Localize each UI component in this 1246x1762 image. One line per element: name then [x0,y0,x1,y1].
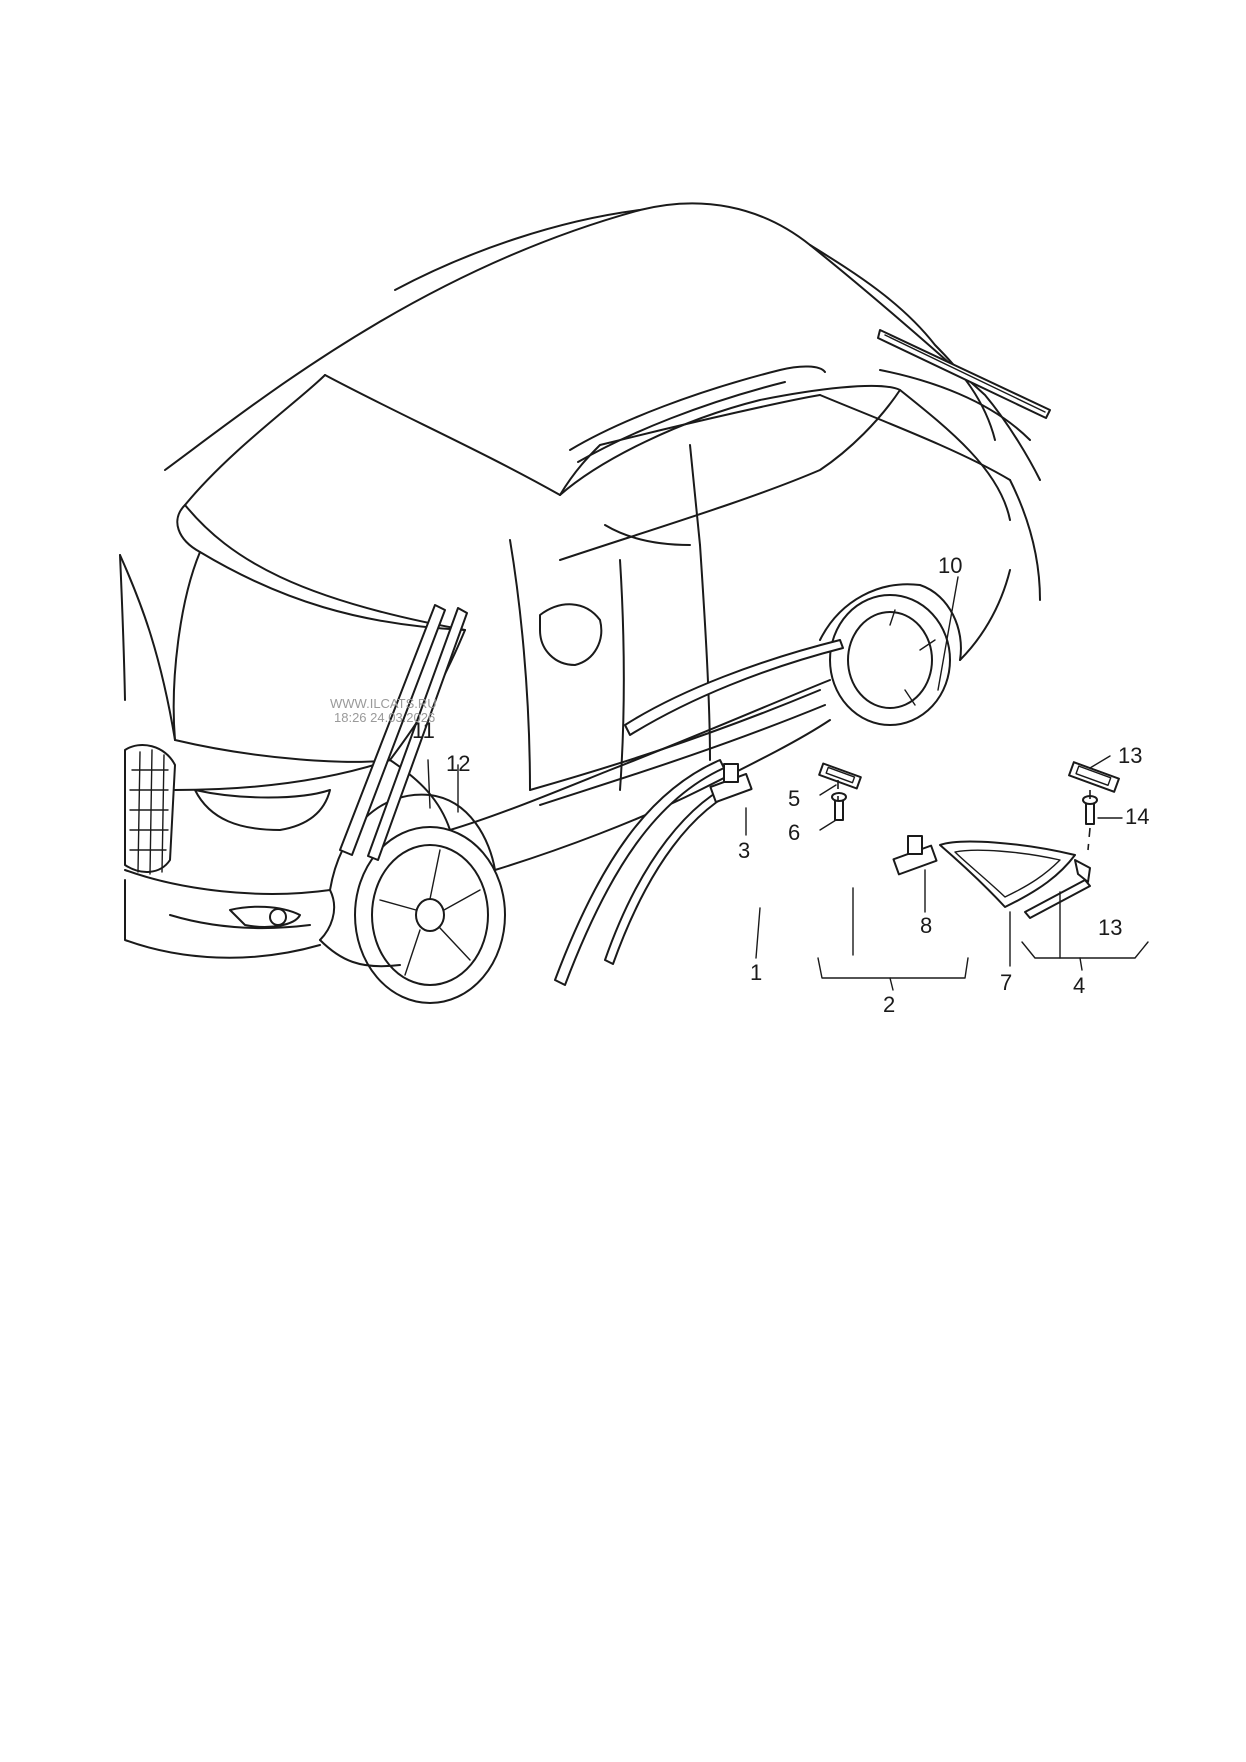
callout-7: 7 [1000,970,1012,995]
part-11-windshield-molding [339,604,446,856]
part-14-screw [1082,795,1098,825]
part-8-clip [892,835,938,876]
part-10-roof-trim [877,329,1051,419]
callout-12: 12 [446,751,470,776]
part-4-trim-strip [1024,879,1091,919]
part-3-clip [709,763,753,804]
callout-3: 3 [738,838,750,863]
callout-8: 8 [920,913,932,938]
callout-labels: 1 2 3 4 5 6 7 8 10 11 12 13 13 14 [412,553,1149,1017]
callout-13-lower: 13 [1098,915,1122,940]
callout-6: 6 [788,820,800,845]
callout-14: 14 [1125,804,1149,829]
callout-4: 4 [1073,973,1085,998]
part-6-screw [831,792,847,821]
watermark-site: WWW.ILCATS.RU [330,696,437,711]
part-7-quarter-window [939,840,1076,908]
callout-1: 1 [750,960,762,985]
callout-11: 11 [412,718,435,743]
part-13-clip [1068,761,1120,793]
car-body [119,202,1041,1004]
callout-2: 2 [883,992,895,1017]
watermark-timestamp: 18:26 24.03.2026 [334,710,435,725]
callout-13-upper: 13 [1118,743,1142,768]
part-5-clip [818,762,862,790]
callout-10: 10 [938,553,962,578]
watermark: WWW.ILCATS.RU 18:26 24.03.2026 [330,696,437,725]
leader-lines [427,576,1149,991]
callout-5: 5 [788,786,800,811]
part-1b-door-trim-lower [554,759,725,986]
part-1-door-trim [624,639,844,736]
part-1c-door-trim-edge [604,779,744,965]
part-12-windshield-molding [367,607,468,861]
parts [339,329,1120,986]
